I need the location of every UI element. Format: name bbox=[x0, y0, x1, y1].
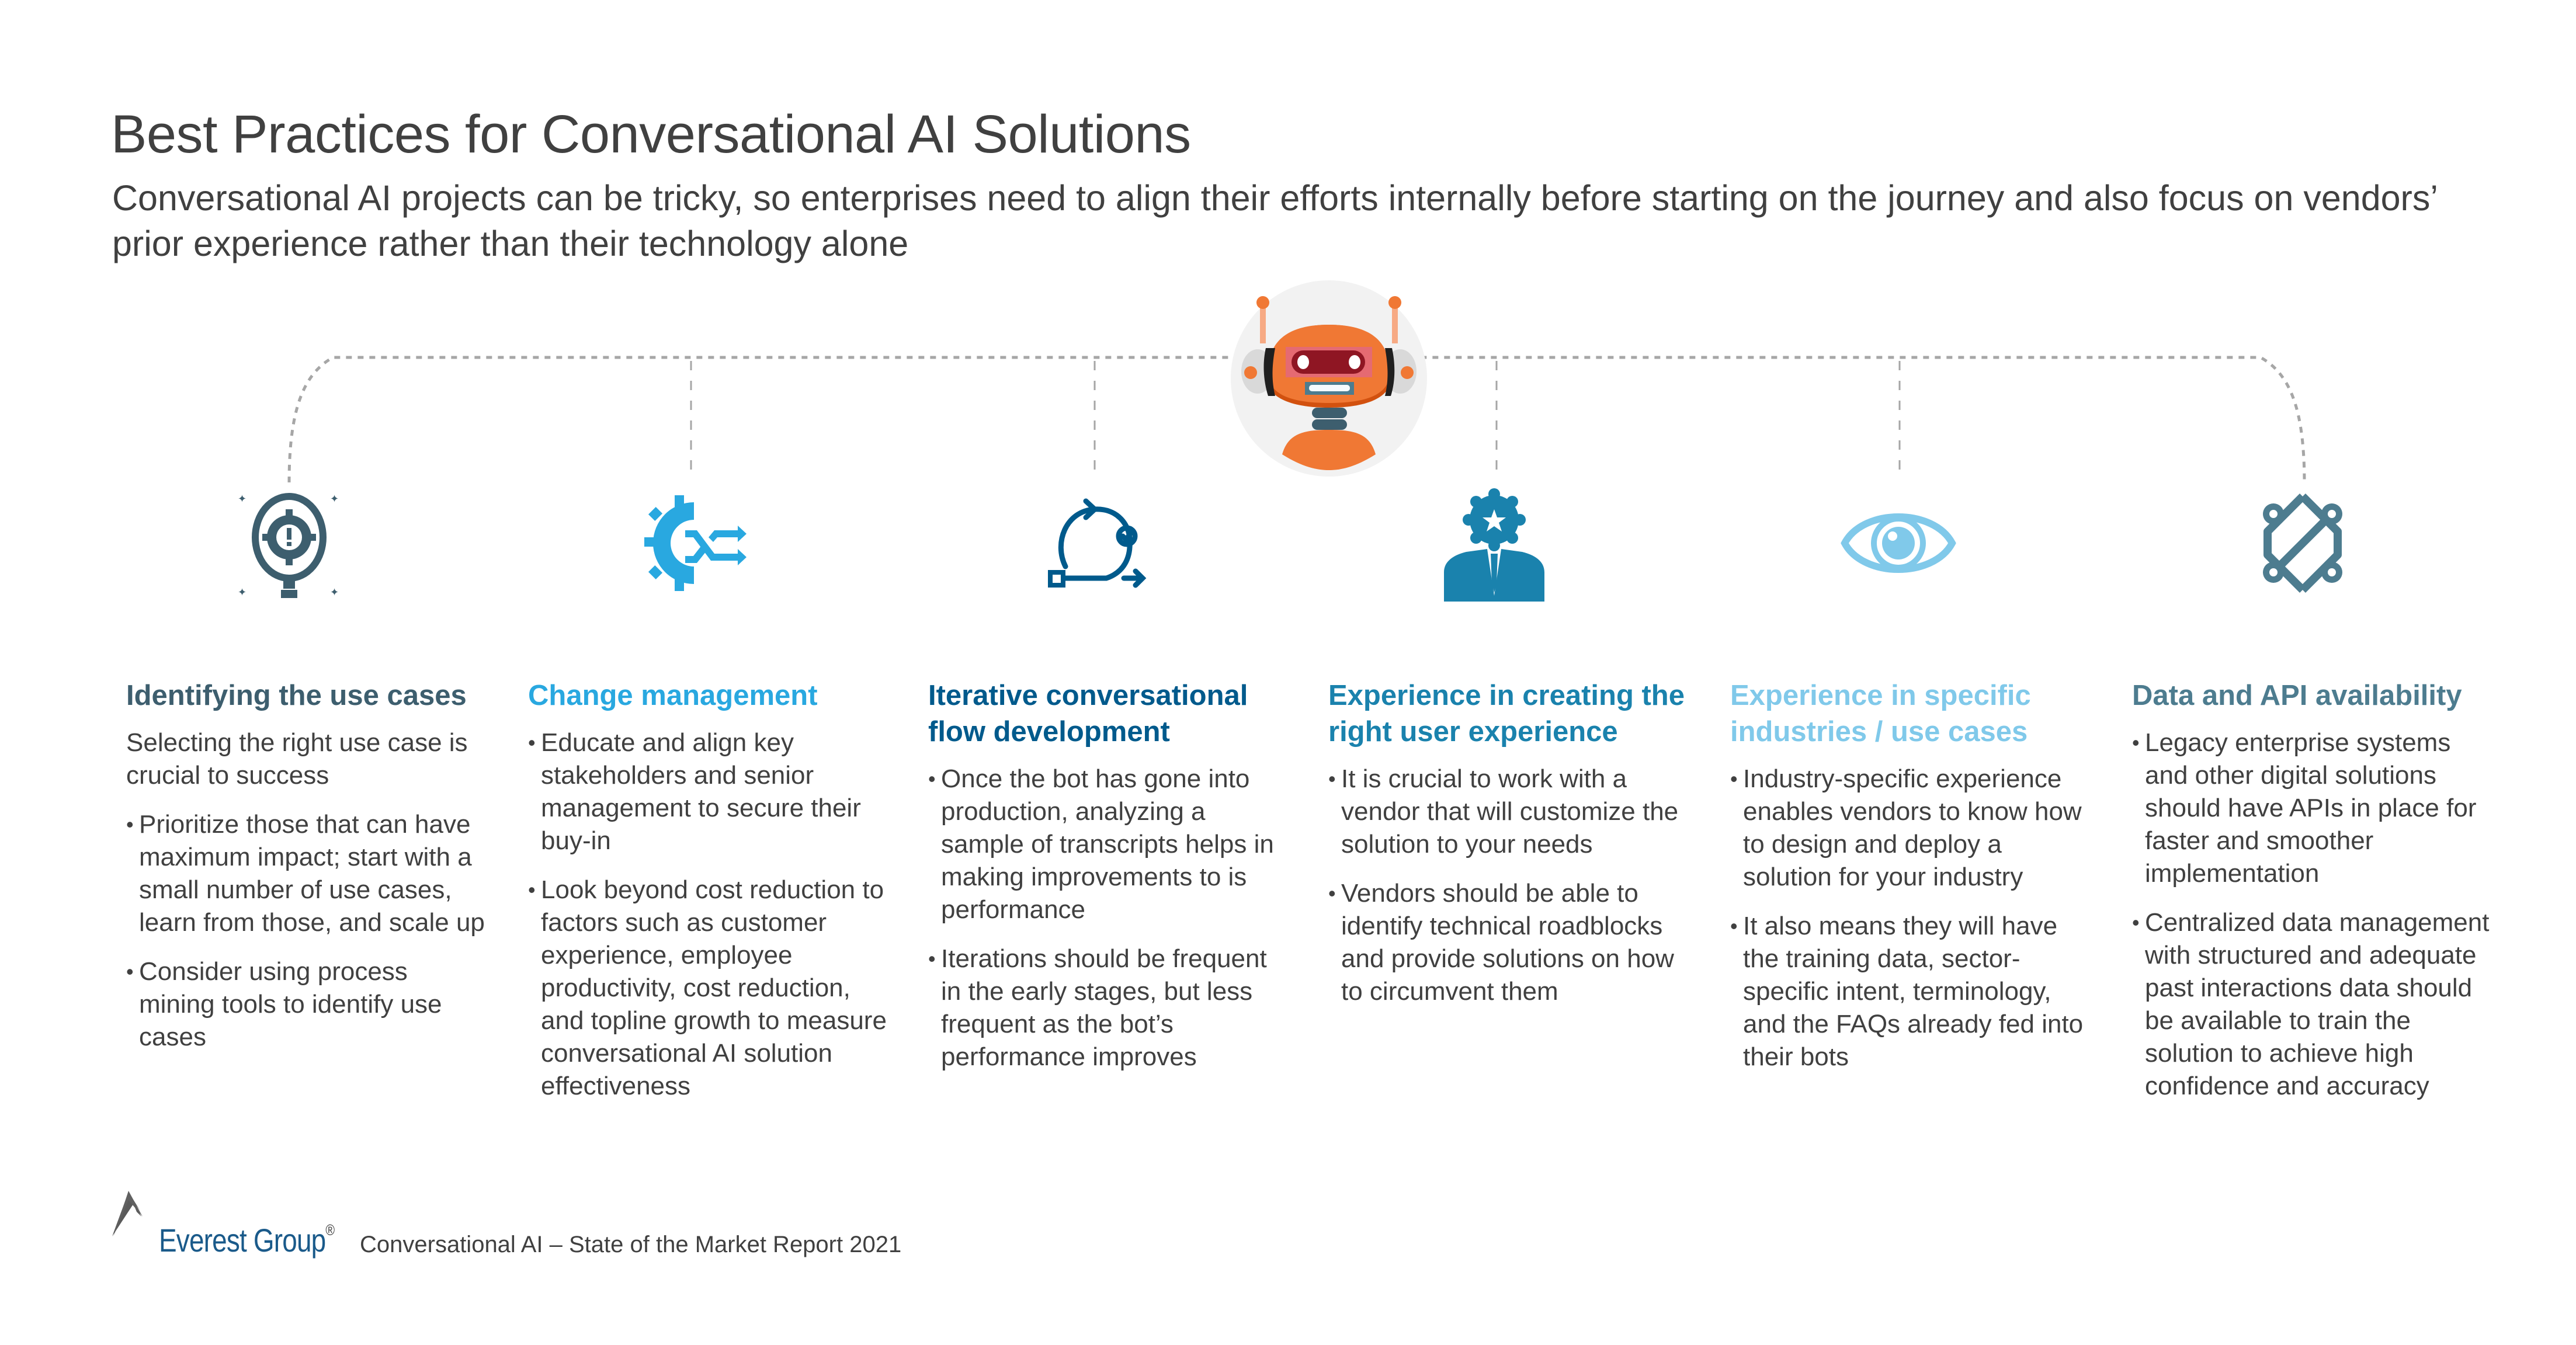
bullet-item: Centralized data management with structu… bbox=[2132, 906, 2494, 1103]
bullet-item: Look beyond cost reduction to factors su… bbox=[528, 874, 890, 1103]
column-data-api-availability: Data and API availability Legacy enterpr… bbox=[2132, 677, 2494, 1119]
page-subtitle: Conversational AI projects can be tricky… bbox=[112, 178, 2437, 263]
lightbulb-gear-alert-icon: ✦ ✦ ✦ ✦ bbox=[238, 493, 339, 599]
column-identifying-use-cases: Identifying the use cases Selecting the … bbox=[126, 677, 488, 1070]
column-iterative-flow-development: Iterative conversational flow developmen… bbox=[928, 677, 1290, 1090]
logo-text: Everest Group bbox=[159, 1222, 326, 1259]
column-heading: Experience in specific industries / use … bbox=[1730, 680, 2031, 748]
bullet-item: Legacy enterprise systems and other digi… bbox=[2132, 727, 2494, 890]
bullet-item: Educate and align key stakeholders and s… bbox=[528, 727, 890, 857]
bullet-item: Consider using process mining tools to i… bbox=[126, 955, 488, 1054]
column-heading: Iterative conversational flow developmen… bbox=[928, 680, 1248, 748]
iterative-cycle-arrows-icon bbox=[1048, 498, 1147, 588]
footer: Everest Group® Conversational AI – State… bbox=[112, 1183, 988, 1259]
column-change-management: Change management Educate and align key … bbox=[528, 677, 890, 1119]
column-user-experience: Experience in creating the right user ex… bbox=[1328, 677, 1690, 1024]
column-heading: Identifying the use cases bbox=[126, 680, 467, 711]
svg-text:✦: ✦ bbox=[238, 586, 247, 599]
svg-text:✦: ✦ bbox=[238, 493, 247, 505]
column-heading: Data and API availability bbox=[2132, 680, 2462, 711]
api-gear-link-icon bbox=[2263, 493, 2342, 593]
report-name: Conversational AI – State of the Market … bbox=[360, 1232, 902, 1257]
page-title: Best Practices for Conversational AI Sol… bbox=[111, 105, 1191, 164]
bullet-item: Vendors should be able to identify techn… bbox=[1328, 877, 1690, 1008]
everest-group-logo: Everest Group® bbox=[159, 1221, 335, 1259]
eye-icon bbox=[1841, 513, 1956, 573]
column-heading: Change management bbox=[528, 680, 818, 711]
bullet-item: Prioritize those that can have maximum i… bbox=[126, 808, 488, 939]
bullet-item: Industry-specific experience enables ven… bbox=[1730, 763, 2092, 894]
bullet-item: Once the bot has gone into production, a… bbox=[928, 763, 1290, 926]
svg-text:✦: ✦ bbox=[330, 586, 339, 599]
bullet-item: It is crucial to work with a vendor that… bbox=[1328, 763, 1690, 861]
column-industry-experience: Experience in specific industries / use … bbox=[1730, 677, 2092, 1090]
gear-exchange-arrows-icon bbox=[644, 495, 747, 591]
chatbot-robot-icon bbox=[1231, 280, 1427, 477]
svg-text:✦: ✦ bbox=[330, 493, 339, 505]
registered-mark: ® bbox=[325, 1221, 335, 1239]
expert-person-badge-icon bbox=[1444, 488, 1544, 602]
column-heading: Experience in creating the right user ex… bbox=[1328, 680, 1685, 748]
column-lead: Selecting the right use case is crucial … bbox=[126, 728, 468, 790]
bullet-item: It also means they will have the trainin… bbox=[1730, 910, 2092, 1073]
bullet-item: Iterations should be frequent in the ear… bbox=[928, 943, 1290, 1073]
everest-mountain-logo-icon bbox=[112, 1191, 143, 1236]
